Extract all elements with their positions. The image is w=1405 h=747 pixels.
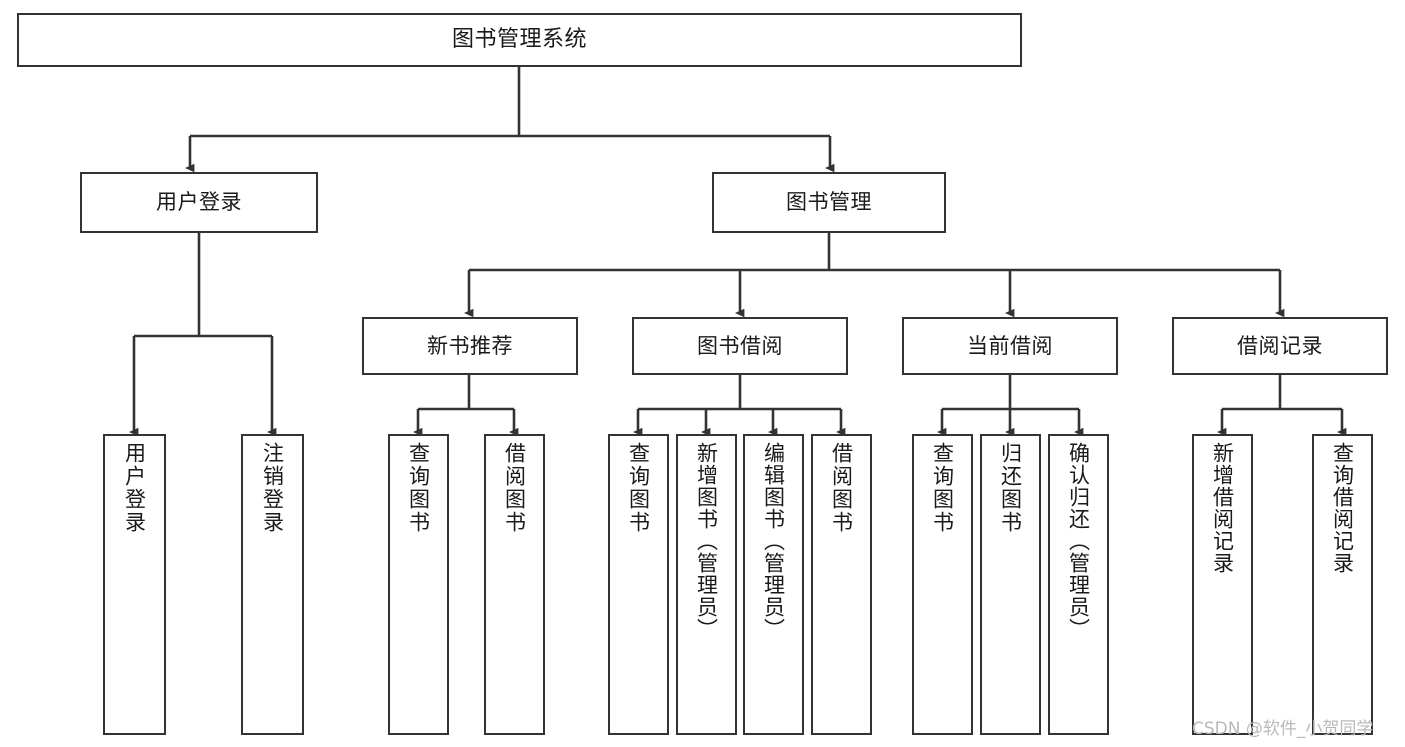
node-user-login-label: 用户登录	[156, 190, 242, 215]
node-book-management-label: 图书管理	[786, 190, 872, 215]
node-book-borrow-label: 图书借阅	[697, 333, 783, 358]
node-leaf-user-logout-label: 注销登录	[260, 442, 285, 534]
node-leaf-query-record-label: 查询借阅记录	[1330, 442, 1355, 574]
node-leaf-query-book-2-label: 查询图书	[626, 442, 651, 534]
node-leaf-query-book-1[interactable]: 查询图书	[388, 434, 449, 735]
node-root-label: 图书管理系统	[451, 27, 587, 53]
node-leaf-borrow-book-1-label: 借阅图书	[502, 442, 527, 534]
node-leaf-confirm-return-label: 确认归还（管理员）	[1066, 442, 1091, 640]
node-leaf-edit-book-label: 编辑图书（管理员）	[761, 442, 786, 640]
node-borrow-record[interactable]: 借阅记录	[1172, 317, 1388, 375]
watermark-text: CSDN @软件_小贺同学	[1192, 719, 1374, 739]
node-leaf-borrow-book-2-label: 借阅图书	[829, 442, 854, 534]
node-leaf-query-book-3[interactable]: 查询图书	[912, 434, 973, 735]
node-leaf-user-logout[interactable]: 注销登录	[241, 434, 304, 735]
node-leaf-user-login-label: 用户登录	[122, 442, 147, 534]
node-leaf-add-record-label: 新增借阅记录	[1210, 442, 1235, 574]
node-leaf-edit-book[interactable]: 编辑图书（管理员）	[743, 434, 804, 735]
node-current-borrow-label: 当前借阅	[967, 333, 1053, 358]
node-new-book-recommend-label: 新书推荐	[427, 333, 513, 358]
node-current-borrow[interactable]: 当前借阅	[902, 317, 1118, 375]
node-leaf-query-book-3-label: 查询图书	[930, 442, 955, 534]
node-leaf-query-record[interactable]: 查询借阅记录	[1312, 434, 1373, 735]
node-leaf-borrow-book-1[interactable]: 借阅图书	[484, 434, 545, 735]
node-leaf-add-book-label: 新增图书（管理员）	[694, 442, 719, 640]
node-leaf-confirm-return[interactable]: 确认归还（管理员）	[1048, 434, 1109, 735]
node-book-borrow[interactable]: 图书借阅	[632, 317, 848, 375]
node-leaf-query-book-1-label: 查询图书	[406, 442, 431, 534]
node-leaf-user-login[interactable]: 用户登录	[103, 434, 166, 735]
node-leaf-add-record[interactable]: 新增借阅记录	[1192, 434, 1253, 735]
node-root[interactable]: 图书管理系统	[17, 13, 1022, 67]
node-book-management[interactable]: 图书管理	[712, 172, 946, 233]
node-leaf-return-book-label: 归还图书	[998, 442, 1023, 534]
node-user-login[interactable]: 用户登录	[80, 172, 318, 233]
node-leaf-return-book[interactable]: 归还图书	[980, 434, 1041, 735]
node-leaf-add-book[interactable]: 新增图书（管理员）	[676, 434, 737, 735]
node-leaf-query-book-2[interactable]: 查询图书	[608, 434, 669, 735]
node-leaf-borrow-book-2[interactable]: 借阅图书	[811, 434, 872, 735]
node-new-book-recommend[interactable]: 新书推荐	[362, 317, 578, 375]
node-borrow-record-label: 借阅记录	[1237, 333, 1323, 358]
